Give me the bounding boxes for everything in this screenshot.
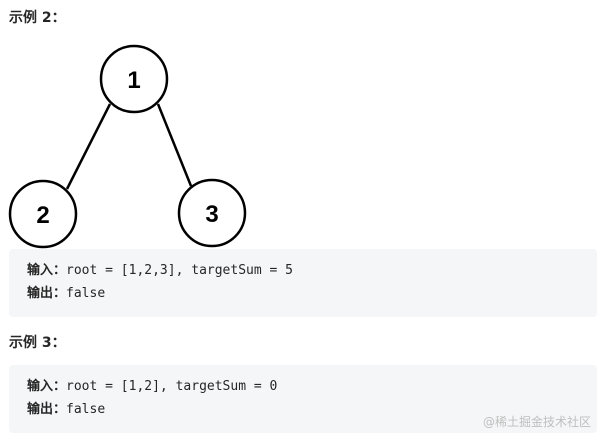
input-label: 输入： xyxy=(27,379,67,394)
output-label: 输出： xyxy=(27,402,67,417)
binary-tree-diagram: 1 2 3 xyxy=(8,44,247,249)
example-2-code-block: 输入：root = [1,2,3], targetSum = 5 输出：fals… xyxy=(9,249,597,317)
example-3-code-block: 输入：root = [1,2], targetSum = 0 输出：false xyxy=(9,365,597,433)
tree-node-3-label: 3 xyxy=(205,201,218,228)
output-value: false xyxy=(66,286,106,301)
example-2-heading: 示例 2： xyxy=(9,10,66,26)
tree-node-1-label: 1 xyxy=(127,67,140,94)
example-2-input-line: 输入：root = [1,2,3], targetSum = 5 xyxy=(27,259,597,282)
input-label: 输入： xyxy=(27,263,67,278)
example-2-output-line: 输出：false xyxy=(27,282,597,305)
example-3-heading: 示例 3： xyxy=(9,335,66,351)
tree-edge-1-2 xyxy=(65,103,112,190)
output-value: false xyxy=(66,402,106,417)
watermark: @稀土掘金技术社区 xyxy=(482,415,591,429)
example-3-output-line: 输出：false xyxy=(27,398,597,421)
output-label: 输出： xyxy=(27,286,67,301)
tree-edge-1-3 xyxy=(156,103,193,187)
tree-node-1: 1 xyxy=(99,44,169,114)
tree-node-3: 3 xyxy=(177,178,247,248)
example-3-input-line: 输入：root = [1,2], targetSum = 0 xyxy=(27,375,597,398)
tree-node-2-label: 2 xyxy=(36,202,49,229)
input-value: root = [1,2,3], targetSum = 5 xyxy=(66,263,293,278)
tree-node-2: 2 xyxy=(8,179,78,249)
input-value: root = [1,2], targetSum = 0 xyxy=(66,379,278,394)
